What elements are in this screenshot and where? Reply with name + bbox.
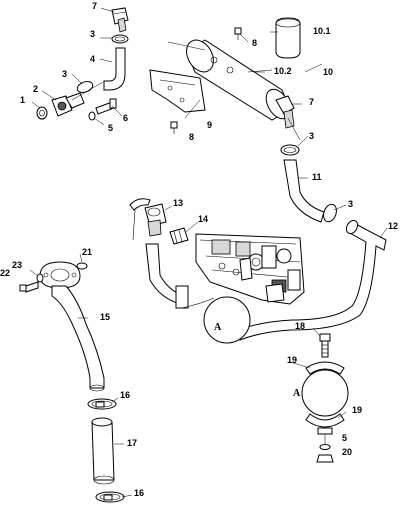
callout-1: 1 (20, 95, 25, 105)
callout-11: 11 (312, 172, 322, 182)
callout-19-top: 19 (287, 355, 297, 365)
screw-8-lower (170, 121, 178, 134)
detail-mark-a1: A (214, 322, 222, 333)
callout-5-top: 5 (108, 123, 113, 133)
callout-8-lower: 8 (189, 132, 194, 142)
elbow-fitting-7-right (275, 95, 295, 129)
callout-16-bottom: 16 (134, 488, 144, 498)
callout-9: 9 (207, 120, 212, 130)
clamp-3-right (280, 144, 300, 156)
pipe-17 (91, 417, 115, 485)
callout-20: 20 (342, 447, 352, 457)
callout-10-1: 10.1 (313, 26, 331, 36)
callout-15: 15 (100, 312, 110, 322)
callout-5-bottom: 5 (342, 433, 347, 443)
callout-7-right: 7 (309, 97, 314, 107)
detail-circle-a1 (203, 296, 251, 344)
callout-3-top: 3 (90, 29, 95, 39)
callout-10: 10 (323, 67, 333, 77)
flange-21 (39, 261, 81, 289)
elbow-fitting-13 (144, 203, 167, 237)
callout-18: 18 (295, 321, 305, 331)
elbow-fitting-7-top (111, 7, 129, 33)
callout-13: 13 (173, 198, 183, 208)
valve-body-2 (51, 92, 85, 117)
washer-5-bottom (319, 444, 331, 450)
callout-12: 12 (388, 221, 398, 231)
callout-4: 4 (90, 54, 95, 64)
screw-8-top (234, 27, 242, 40)
callout-7-top: 7 (92, 1, 97, 11)
clamp-16-top (87, 398, 117, 410)
hose-elbow-4 (103, 47, 126, 91)
nut-20 (316, 454, 334, 463)
callout-16-top: 16 (120, 390, 130, 400)
callout-14: 14 (198, 214, 208, 224)
callout-21: 21 (82, 247, 92, 257)
bolt-22-23 (19, 273, 44, 293)
callout-22: 22 (0, 268, 10, 278)
callout-2: 2 (33, 84, 38, 94)
gasket-21b (76, 262, 88, 270)
clip-19-bottom (305, 413, 345, 435)
clamp-3-top (111, 34, 129, 44)
control-valve-block (195, 233, 305, 305)
clamp-16-bottom (95, 491, 125, 503)
callout-10-2: 10.2 (274, 66, 292, 76)
callout-17: 17 (127, 438, 137, 448)
bolt-18 (319, 333, 331, 358)
clip-19-top (305, 361, 345, 375)
detail-circle-a2 (301, 369, 349, 417)
detail-mark-a2: A (293, 388, 301, 399)
callout-3-lower: 3 (348, 199, 353, 209)
callout-3-right: 3 (309, 131, 314, 141)
clamp-3-lower (323, 203, 337, 223)
hose-12 (233, 219, 387, 341)
callout-8-top: 8 (252, 38, 257, 48)
washer-5-top (88, 111, 96, 121)
fitting-14 (169, 227, 189, 245)
callout-3-mid: 3 (62, 69, 67, 79)
callout-6: 6 (123, 113, 128, 123)
bolt-6 (95, 98, 117, 115)
pipe-15 (51, 285, 105, 392)
hose-left-loop (129, 198, 215, 309)
seal-ring-1 (36, 106, 48, 120)
callout-19-bottom: 19 (352, 405, 362, 415)
callout-23: 23 (12, 260, 22, 270)
hose-11 (283, 159, 325, 223)
